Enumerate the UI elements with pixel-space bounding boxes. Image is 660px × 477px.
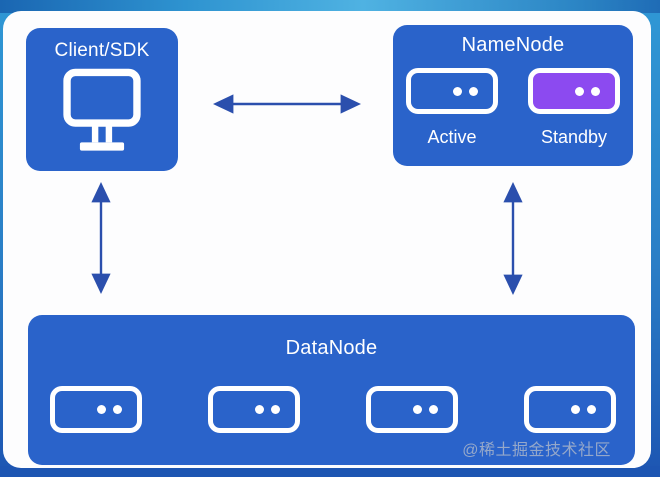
server-icon xyxy=(366,386,458,433)
server-icon-standby xyxy=(528,68,620,114)
server-led xyxy=(429,405,438,414)
server-led xyxy=(591,86,600,96)
server-led xyxy=(413,405,422,414)
watermark-text: @稀土掘金技术社区 xyxy=(462,442,611,459)
server-led xyxy=(113,405,122,414)
standby-label: Standby xyxy=(540,127,608,147)
namenode-standby-column: Standby xyxy=(528,68,620,148)
active-label: Active xyxy=(427,127,477,147)
server-led xyxy=(271,405,280,414)
server-led xyxy=(575,86,584,96)
diagram-card: Client/SDK NameNode Active St xyxy=(3,11,651,468)
namenode-title: NameNode xyxy=(461,34,565,56)
server-led xyxy=(469,86,478,96)
server-icon xyxy=(50,386,142,433)
client-sdk-title: Client/SDK xyxy=(54,40,150,61)
datanode-group: DataNode @稀土掘金技术社区 xyxy=(28,315,635,465)
server-led xyxy=(453,86,462,96)
namenode-group: NameNode Active Standby xyxy=(393,25,633,166)
server-icon-active xyxy=(406,68,498,114)
namenode-servers-row: Active Standby xyxy=(393,68,633,148)
bottom-bar xyxy=(0,466,660,477)
monitor-icon xyxy=(63,68,141,151)
datanode-title: DataNode xyxy=(285,337,378,359)
namenode-active-column: Active xyxy=(406,68,498,148)
datanode-servers-row xyxy=(28,386,635,433)
client-sdk-node: Client/SDK xyxy=(26,28,178,171)
server-led xyxy=(571,405,580,414)
server-led xyxy=(97,405,106,414)
server-led xyxy=(255,405,264,414)
server-led xyxy=(587,405,596,414)
server-icon xyxy=(524,386,616,433)
top-gradient-bar xyxy=(0,0,660,13)
server-icon xyxy=(208,386,300,433)
